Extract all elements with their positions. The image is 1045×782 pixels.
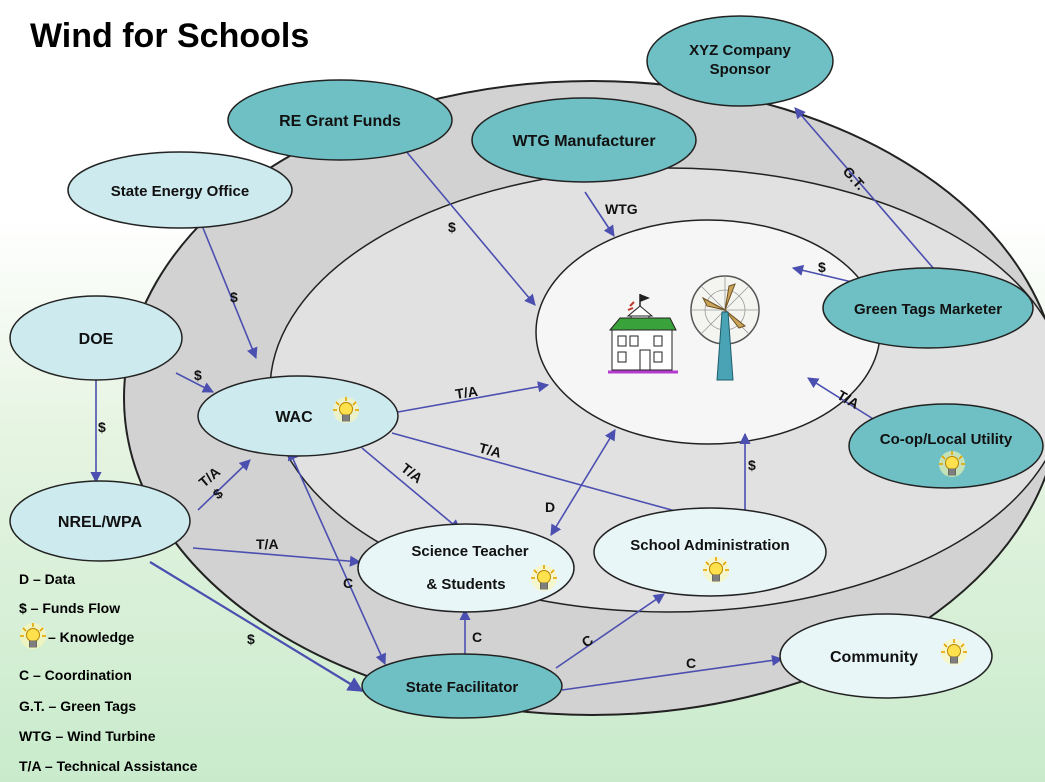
edge-green-tags-to-xyz (794, 107, 935, 270)
node-wac: WAC (197, 375, 399, 457)
lightbulb-icon (530, 564, 558, 592)
edge-doe-to-wac (175, 372, 214, 393)
edge-label-c-facilitator-wac: C (343, 575, 353, 591)
edge-label-dollar-gt: $ (818, 259, 826, 275)
edge-label-wtg: WTG (605, 201, 638, 217)
xyz-sponsor-line1: XYZ Company (689, 42, 791, 59)
wtg-manufacturer-label: WTG Manufacturer (512, 133, 655, 150)
edge-label-dollar-nrel-facilitator: $ (247, 631, 255, 647)
node-re-grant-funds: RE Grant Funds (227, 79, 453, 161)
node-state-energy-office: State Energy Office (67, 151, 293, 229)
lightbulb-icon (940, 638, 968, 666)
nrel-label: NREL/WPA (58, 514, 143, 531)
school-admin-label: School Administration (630, 537, 789, 554)
lightbulb-icon (332, 396, 360, 424)
node-school-administration: School Administration (593, 507, 827, 597)
edge-wtg-to-school (584, 191, 615, 237)
legend-wind-turbine: WTG – Wind Turbine (19, 728, 156, 744)
node-science-teacher-students: Science Teacher & Students (357, 523, 575, 613)
edge-label-dollar-doe-wac: $ (194, 367, 202, 383)
edge-wac-to-school-admin (391, 432, 710, 523)
node-state-facilitator: State Facilitator (361, 653, 563, 719)
legend-data: D – Data (19, 571, 75, 587)
node-community: Community (779, 613, 993, 699)
node-green-tags-marketer: Green Tags Marketer (822, 267, 1034, 349)
edge-label-c-facilitator-community: C (686, 655, 696, 671)
re-grant-label: RE Grant Funds (279, 113, 401, 130)
wac-label: WAC (275, 409, 313, 426)
state-facilitator-label: State Facilitator (406, 679, 519, 696)
edge-nrel-to-wac (197, 459, 251, 511)
coop-label: Co-op/Local Utility (880, 431, 1013, 448)
node-nrel-wpa: NREL/WPA (9, 480, 191, 562)
lightbulb-icon (19, 622, 47, 650)
edge-science-school-data (550, 429, 616, 536)
legend: D – Data $ – Funds Flow – Knowledge C – … (19, 571, 198, 774)
legend-coordination: C – Coordination (19, 667, 132, 683)
edge-coop-to-school (807, 377, 879, 423)
edge-label-c-facilitator-science: C (472, 629, 482, 645)
node-coop-local-utility: Co-op/Local Utility (848, 403, 1044, 489)
edge-nrel-to-facilitator (149, 561, 364, 692)
edge-facilitator-to-community (561, 654, 784, 691)
edge-state-energy-to-wac (202, 227, 258, 360)
edge-label-d: D (545, 499, 555, 515)
node-doe: DOE (9, 295, 183, 381)
edge-label-dollar-admin: $ (748, 457, 756, 473)
school-house-icon (608, 294, 678, 374)
legend-knowledge: – Knowledge (48, 629, 135, 645)
edge-label-ta-wac-admin: T/A (477, 439, 503, 460)
science-line2: & Students (426, 576, 505, 593)
legend-funds-flow: $ – Funds Flow (19, 600, 120, 616)
lightbulb-icon (702, 556, 730, 584)
edge-facilitator-wac (288, 448, 386, 666)
edge-label-ta-wac-school: T/A (454, 383, 479, 402)
node-wtg-manufacturer: WTG Manufacturer (471, 97, 697, 183)
legend-green-tags: G.T. – Green Tags (19, 698, 136, 714)
edge-label-dollar-doe-nrel: $ (98, 419, 106, 435)
edges (90, 107, 935, 692)
edge-re-grant-to-school (404, 149, 536, 306)
community-label: Community (830, 649, 918, 666)
edge-label-ta-nrel-science: T/A (256, 536, 279, 552)
node-xyz-sponsor: XYZ Company Sponsor (646, 15, 834, 107)
science-line1: Science Teacher (411, 543, 528, 560)
edge-green-tags-to-school (791, 264, 853, 283)
wind-turbine-icon (690, 275, 760, 381)
legend-technical-assistance: T/A – Technical Assistance (19, 758, 198, 774)
edge-label-dollar-re: $ (448, 219, 456, 235)
lightbulb-icon (938, 450, 966, 478)
xyz-sponsor-line2: Sponsor (710, 61, 771, 78)
state-energy-label: State Energy Office (111, 183, 249, 200)
edge-wac-to-school (397, 381, 550, 413)
page-title: Wind for Schools (30, 17, 309, 55)
doe-label: DOE (79, 331, 114, 348)
edge-label-dollar-seo: $ (230, 289, 238, 305)
edge-facilitator-to-admin (555, 593, 665, 669)
green-tags-label: Green Tags Marketer (854, 301, 1002, 318)
